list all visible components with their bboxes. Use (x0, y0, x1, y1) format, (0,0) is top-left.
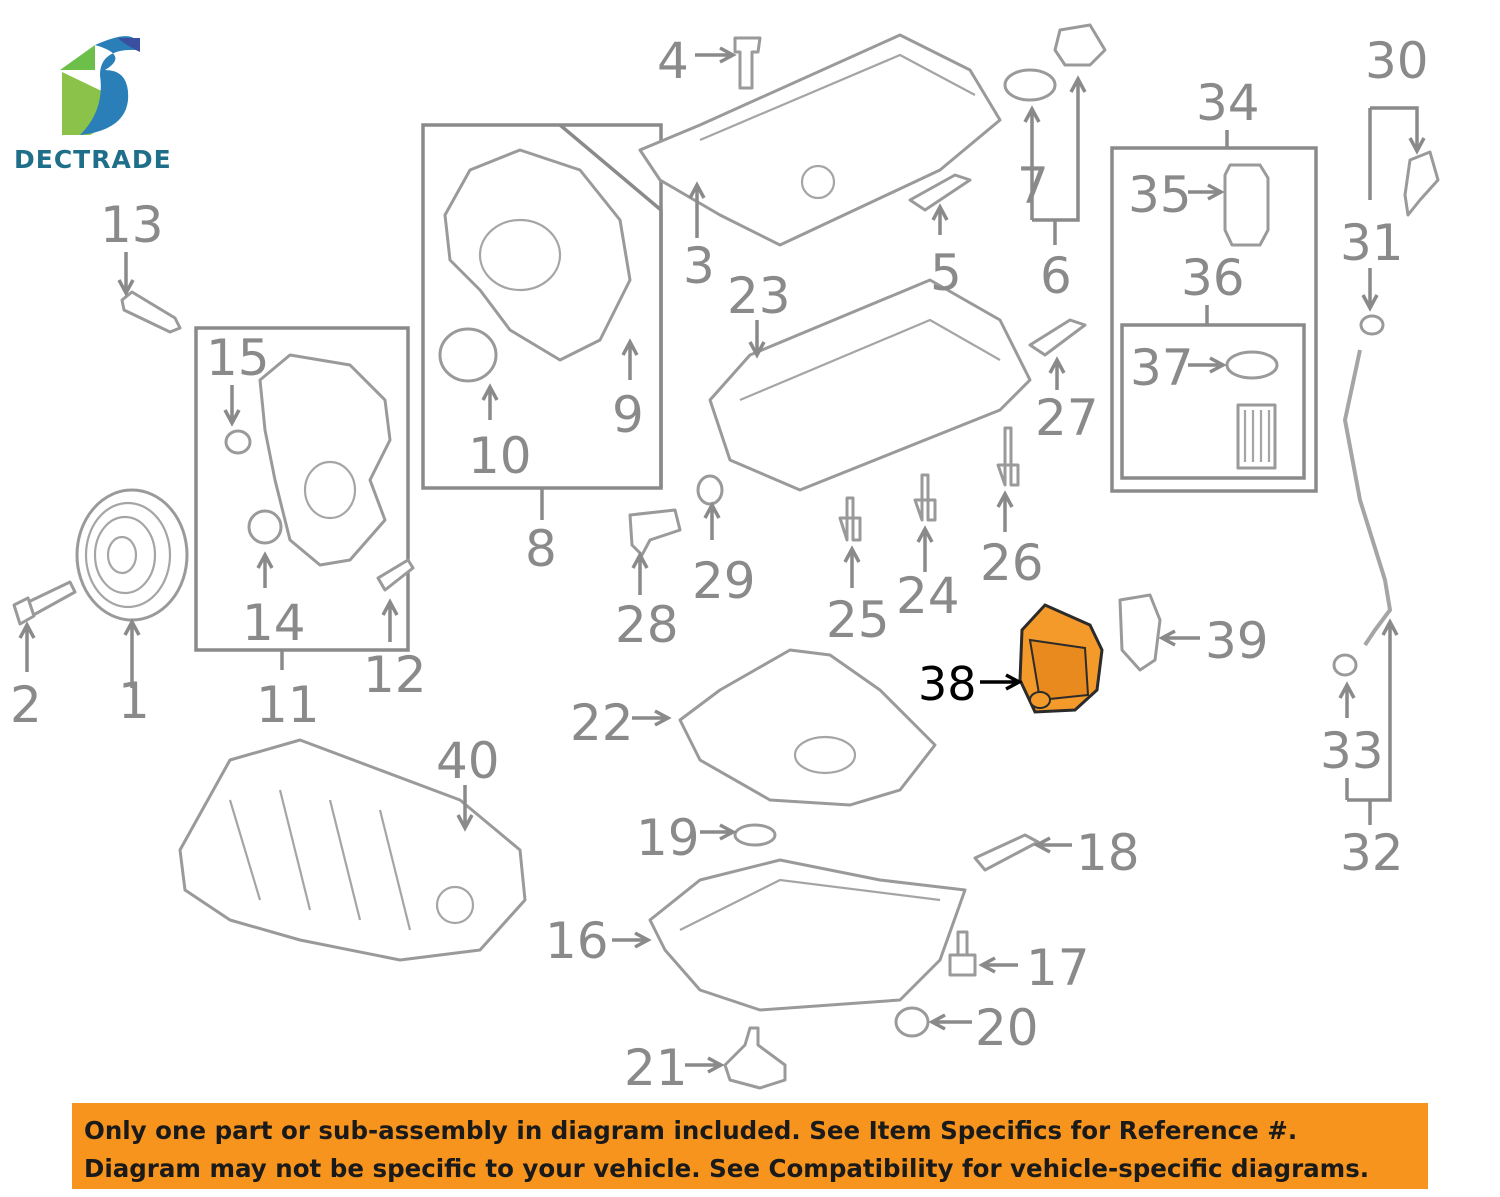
oil-pan-upper-ridge (739, 318, 1001, 402)
manifold-throttle-port (435, 885, 475, 925)
callout-25: 25 (826, 591, 890, 649)
callout-17: 17 (1026, 939, 1090, 997)
callout-36: 36 (1181, 249, 1245, 307)
oil-pan-rim (679, 878, 941, 931)
callout-40: 40 (436, 732, 500, 790)
chain-cover-opening (478, 218, 562, 292)
sensor-part-28 (628, 508, 682, 557)
callout-7: 7 (1017, 157, 1049, 215)
oil-cap-part-6 (1053, 23, 1107, 67)
callout-16: 16 (545, 912, 609, 970)
callout-20: 20 (975, 999, 1039, 1057)
timing-cover-part-11 (258, 353, 392, 567)
callout-2: 2 (10, 676, 42, 734)
dipstick-handle-part-31 (1403, 150, 1440, 217)
callout-8: 8 (525, 520, 557, 578)
manifold-runners (228, 789, 412, 931)
filter-housing-part-35 (1223, 163, 1270, 247)
callout-35: 35 (1128, 166, 1192, 224)
group-box-11 (194, 326, 410, 652)
callout-34: 34 (1196, 74, 1260, 132)
valve-cover-port (800, 164, 836, 200)
callout-3: 3 (683, 237, 715, 295)
seal-part-37 (1225, 350, 1279, 380)
callout-6: 6 (1040, 247, 1072, 305)
callout-31: 31 (1340, 214, 1404, 272)
bolt-part-4 (733, 36, 762, 90)
callout-10: 10 (468, 427, 532, 485)
callout-33: 33 (1320, 722, 1384, 780)
intake-manifold-part-40 (178, 738, 527, 962)
sensor-part-18 (973, 833, 1040, 872)
seal-part-14 (247, 509, 283, 545)
filter-pleats (1243, 410, 1271, 462)
bolt-part-2 (12, 580, 77, 626)
callout-4: 4 (657, 32, 689, 90)
callout-28: 28 (615, 596, 679, 654)
baffle-opening (793, 735, 857, 775)
callout-22: 22 (570, 694, 634, 752)
bolt-part-26 (996, 426, 1020, 487)
sensor-part-21 (723, 1026, 787, 1090)
dipstick-tube-part-32 (1342, 349, 1393, 647)
drain-plug-part-20 (894, 1006, 930, 1038)
callout-13: 13 (100, 196, 164, 254)
group-box-8-notch (558, 123, 663, 488)
group-box-34 (1110, 146, 1318, 493)
callout-1: 1 (118, 672, 150, 730)
gasket-part-39 (1118, 593, 1162, 672)
bolt-part-12 (376, 558, 415, 592)
seal-part-15 (224, 429, 252, 455)
filter-element (1236, 403, 1277, 470)
seal-part-29 (696, 474, 724, 506)
callout-30: 30 (1365, 32, 1429, 90)
seal-part-7 (1003, 68, 1057, 102)
bolt-part-24 (913, 473, 937, 522)
callout-14: 14 (242, 594, 306, 652)
callout-29: 29 (692, 552, 756, 610)
baffle-part-22 (678, 648, 937, 807)
group-box-36 (1120, 323, 1306, 480)
leader-lines (18, 46, 1426, 1074)
callout-39: 39 (1205, 612, 1269, 670)
chain-cover-part-8 (443, 148, 632, 362)
sensor-part-5 (908, 173, 972, 212)
callout-24: 24 (896, 567, 960, 625)
callout-27: 27 (1035, 389, 1099, 447)
callout-12: 12 (363, 646, 427, 704)
pulley-part (75, 488, 189, 622)
callout-9: 9 (612, 386, 644, 444)
disclaimer-line-1: Only one part or sub-assembly in diagram… (84, 1116, 1298, 1145)
callout-37: 37 (1130, 339, 1194, 397)
callout-numbers: 1 2 3 4 5 6 7 8 9 10 11 12 13 14 15 16 1… (10, 32, 1429, 1097)
sensor-part-27 (1028, 318, 1087, 357)
seal-part-33 (1332, 653, 1358, 677)
callout-19: 19 (636, 809, 700, 867)
callout-23: 23 (727, 267, 791, 325)
callout-15: 15 (206, 329, 270, 387)
bolt-part-25 (838, 496, 862, 542)
sensor-part-13 (120, 290, 182, 334)
valve-cover-ridge (699, 53, 976, 142)
disclaimer-line-2: Diagram may not be specific to your vehi… (84, 1154, 1370, 1183)
disclaimer-banner: Only one part or sub-assembly in diagram… (72, 1103, 1428, 1189)
callout-11: 11 (256, 676, 320, 734)
callout-38: 38 (918, 657, 977, 711)
bolt-part-17 (948, 930, 977, 977)
callout-32: 32 (1340, 824, 1404, 882)
seal-part-31 (1359, 314, 1385, 336)
seal-part-10 (438, 327, 498, 383)
brand-name: DECTRADE (14, 145, 172, 174)
seal-part-19 (733, 823, 777, 847)
callout-18: 18 (1076, 824, 1140, 882)
cover-opening (303, 460, 357, 520)
valve-cover-part-3 (638, 33, 1002, 247)
brand-logo: DECTRADE (14, 36, 172, 174)
oil-cooler-part-38 (1018, 603, 1104, 714)
callout-26: 26 (980, 534, 1044, 592)
callout-21: 21 (624, 1039, 688, 1097)
oil-pan-part-16 (648, 858, 967, 1012)
callout-5: 5 (930, 244, 962, 302)
